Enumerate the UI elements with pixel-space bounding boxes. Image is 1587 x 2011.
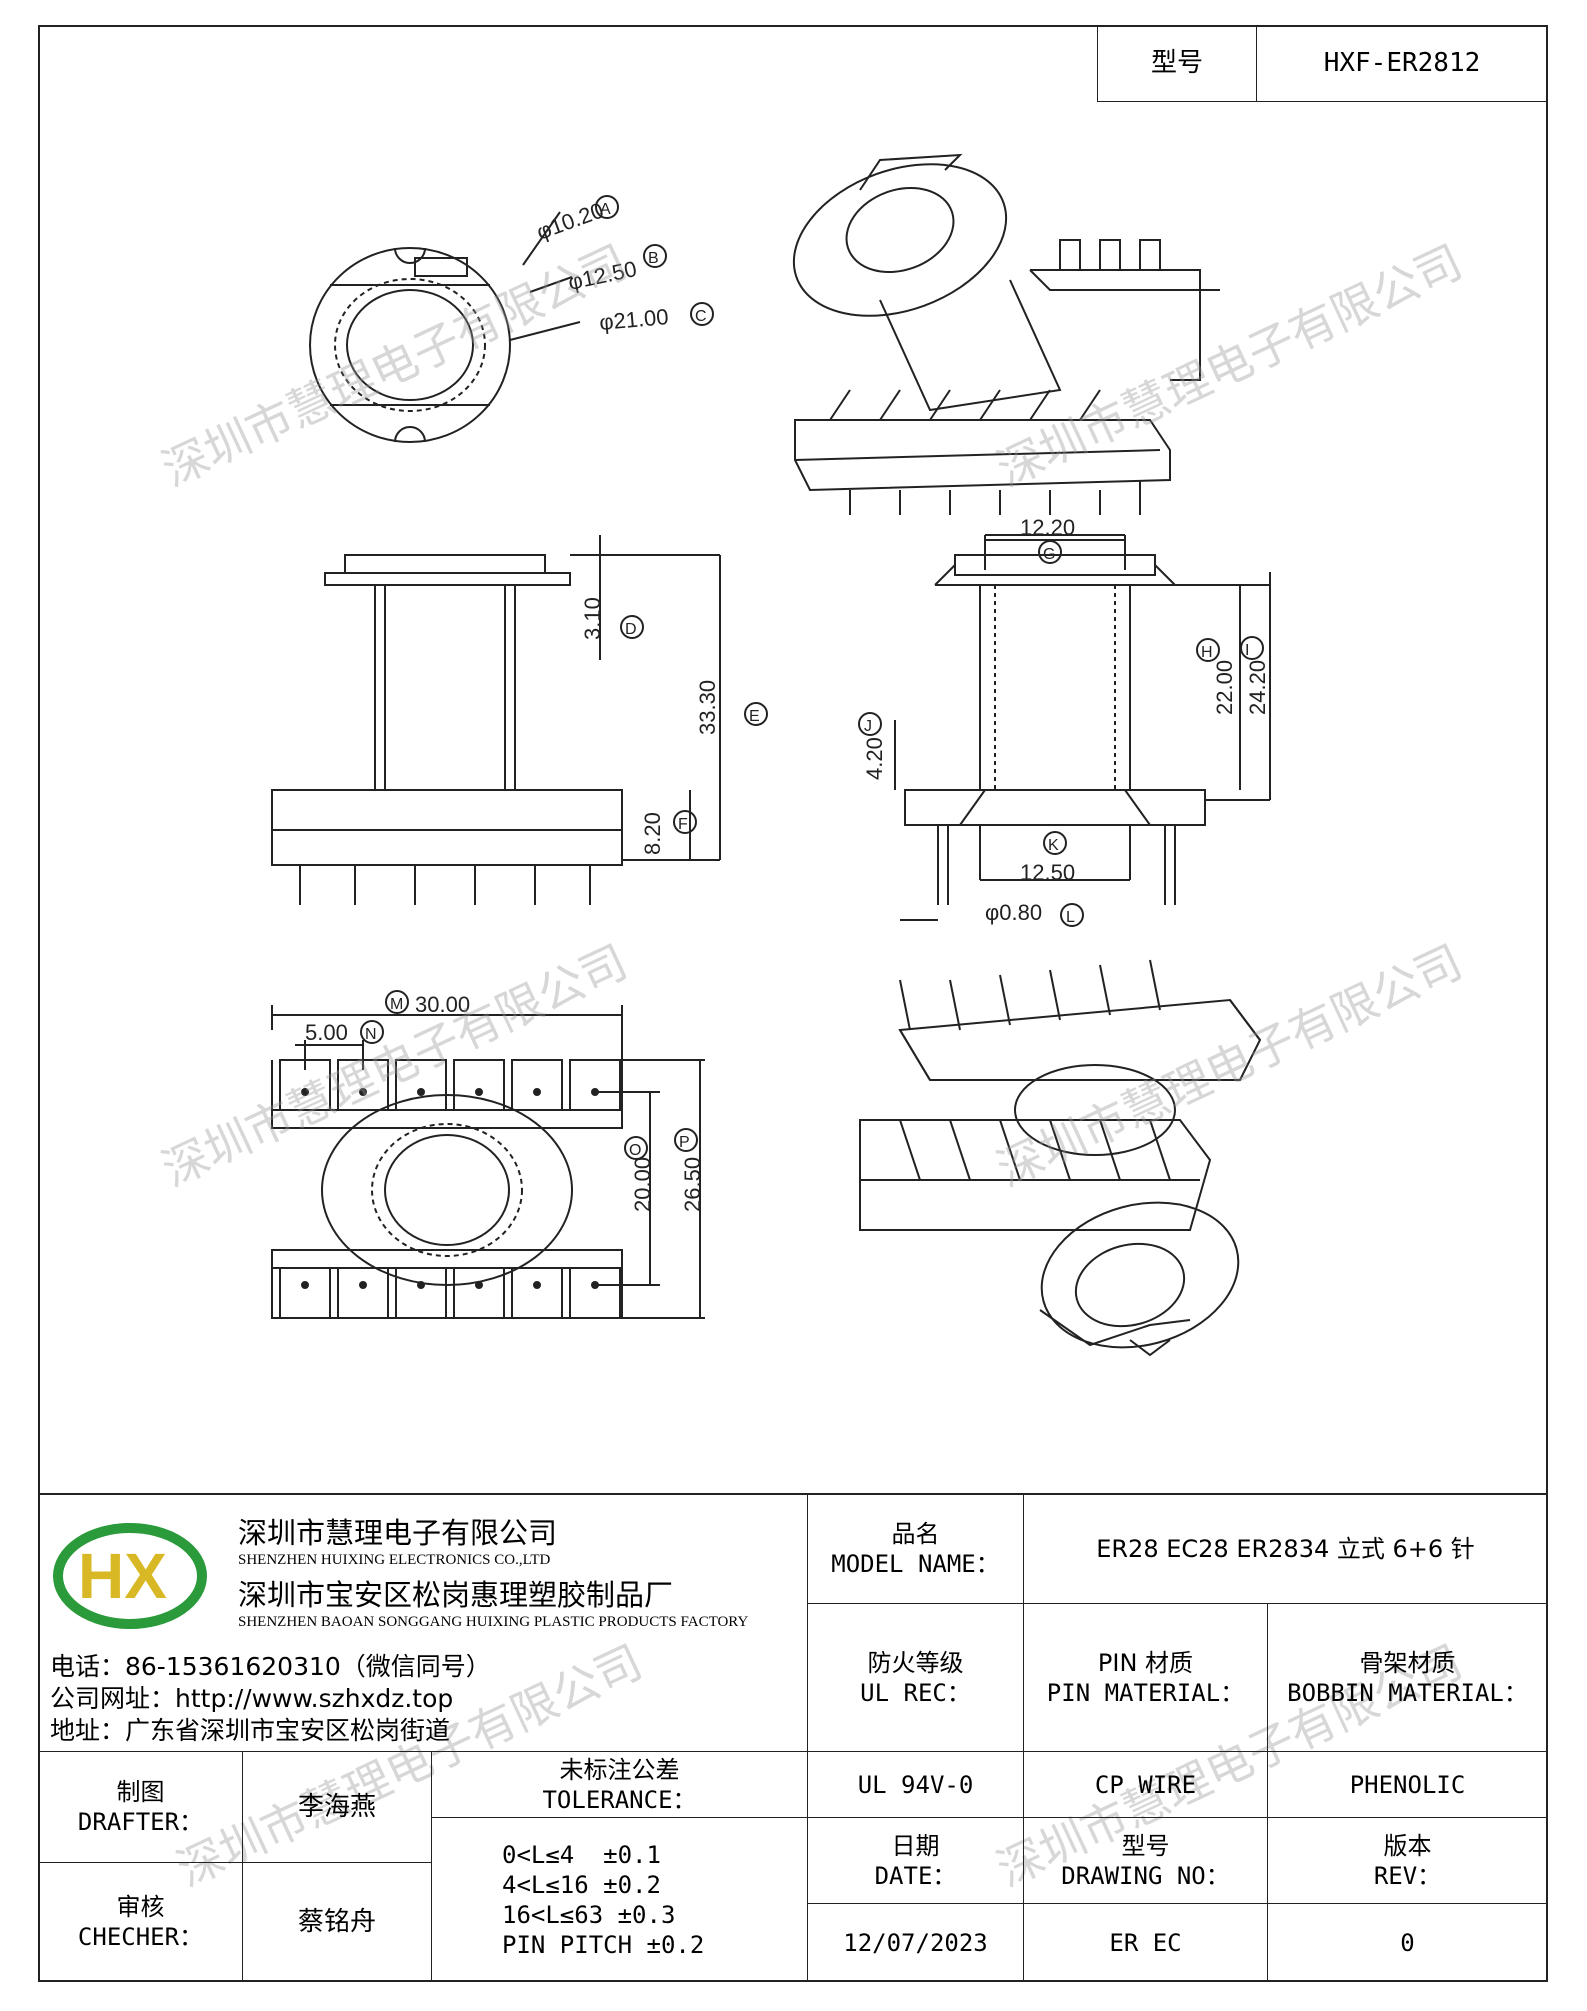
company-block: HX 深圳市慧理电子有限公司 SHENZHEN HUIXING ELECTRON… [38,1494,808,1752]
header-model-label: 型号 [1097,25,1257,102]
ul-rec-en: UL REC： [860,1678,971,1707]
drawing-no-label: 型号 DRAWING NO： [1023,1817,1268,1904]
label-d: D [625,621,637,638]
checker-en: CHECHER： [77,1923,204,1951]
title-block [38,1493,1548,1982]
label-k: K [1048,837,1059,854]
pin-material-en: PIN MATERIAL： [1046,1678,1245,1707]
dim-l: φ0.80 [985,900,1042,925]
label-o: O [629,1142,641,1159]
model-name-cn: 品名 [891,1520,940,1548]
checker-name: 蔡铭舟 [242,1862,432,1982]
tolerance-en: TOLERANCE： [542,1785,697,1814]
dim-h: 22.00 [1212,660,1237,715]
dim-p: 26.50 [680,1157,705,1212]
rev-label: 版本 REV： [1267,1817,1548,1904]
isometric-view-2 [859,959,1262,1357]
date-label: 日期 DATE： [807,1817,1024,1904]
factory-name-cn: 深圳市宝安区松岗惠理塑胶制品厂 [238,1578,674,1612]
label-m: M [390,996,403,1013]
rev-value: 0 [1267,1903,1548,1982]
label-p: P [679,1134,690,1151]
company-logo: HX [53,1523,207,1629]
ul-rec-label: 防火等级 UL REC： [807,1603,1024,1752]
tolerance-line: 4<L≤16 ±0.2 [502,1870,661,1899]
tolerance-line: PIN PITCH ±0.2 [502,1930,705,1959]
date-en: DATE： [874,1861,957,1890]
dim-f: 8.20 [640,812,665,855]
dim-n: 5.00 [305,1020,348,1045]
dim-e: 33.30 [695,680,720,735]
header-model-value: HXF-ER2812 [1256,25,1548,102]
company-name-cn: 深圳市慧理电子有限公司 [238,1516,558,1550]
factory-name-en: SHENZHEN BAOAN SONGGANG HUIXING PLASTIC … [238,1614,749,1630]
drawing-no-value: ER EC [1023,1903,1268,1982]
dim-c: φ21.00 [598,304,669,335]
technical-drawing: φ10.20 A φ12.50 B φ21.00 C [271,153,1271,1357]
drafter-label: 制图 DRAFTER： [38,1751,243,1863]
dim-g: 12.20 [1020,515,1075,540]
tolerance-line: 0<L≤4 ±0.1 [502,1840,661,1869]
drafter-name: 李海燕 [242,1751,432,1863]
drafter-en: DRAFTER： [77,1808,204,1836]
company-phone: 电话：86-15361620310（微信同号） [50,1652,491,1681]
label-a: A [600,201,611,218]
bobbin-material-en: BOBBIN MATERIAL： [1287,1678,1528,1707]
model-name-en: MODEL NAME： [831,1550,1000,1578]
tolerance-label: 未标注公差 TOLERANCE： [431,1751,808,1818]
label-g: G [1043,546,1055,563]
drawing-no-en: DRAWING NO： [1061,1861,1230,1890]
label-l: L [1066,909,1075,926]
date-cn: 日期 [891,1831,940,1860]
label-b: B [648,250,659,267]
ul-rec-value: UL 94V-0 [807,1751,1024,1818]
bottom-view [271,1005,705,1319]
side-view [894,534,1271,921]
dim-m: 30.00 [415,992,470,1017]
checker-cn: 审核 [116,1893,165,1921]
label-f: F [678,816,688,833]
bobbin-material-label: 骨架材质 BOBBIN MATERIAL： [1267,1603,1548,1752]
company-name-en: SHENZHEN HUIXING ELECTRONICS CO.,LTD [238,1552,551,1568]
label-j: J [864,718,872,735]
dim-b: φ12.50 [566,256,639,295]
label-e: E [749,708,760,725]
bobbin-material-cn: 骨架材质 [1359,1648,1456,1677]
isometric-view-1 [792,153,1220,515]
tolerance-line: 16<L≤63 ±0.3 [502,1900,676,1929]
label-n: N [365,1026,377,1043]
model-name-label: 品名 MODEL NAME： [807,1494,1024,1604]
drafter-cn: 制图 [116,1778,165,1806]
label-h: H [1201,644,1213,661]
company-website: 公司网址：http://www.szhxdz.top [50,1684,454,1713]
pin-material-label: PIN 材质 PIN MATERIAL： [1023,1603,1268,1752]
company-address: 地址：广东省深圳市宝安区松岗街道 [50,1716,451,1745]
rev-en: REV： [1373,1861,1442,1890]
pin-material-cn: PIN 材质 [1097,1648,1194,1677]
label-i: I [1245,642,1249,659]
pin-material-value: CP WIRE [1023,1751,1268,1818]
bobbin-material-value: PHENOLIC [1267,1751,1548,1818]
tolerance-table: 0<L≤4 ±0.1 4<L≤16 ±0.2 16<L≤63 ±0.3 PIN … [431,1817,808,1982]
dim-k: 12.50 [1020,860,1075,885]
tolerance-cn: 未标注公差 [559,1755,680,1784]
rev-cn: 版本 [1383,1831,1432,1860]
label-c: C [695,308,707,325]
model-name-value: ER28 EC28 ER2834 立式 6+6 针 [1023,1494,1548,1604]
dim-i: 24.20 [1245,660,1270,715]
top-view [309,211,581,443]
logo-hx-text: HX [78,1540,167,1612]
dim-d: 3.10 [580,597,605,640]
drawing-no-cn: 型号 [1121,1831,1170,1860]
front-view [271,535,721,905]
dim-j: 4.20 [862,737,887,780]
ul-rec-cn: 防火等级 [867,1648,964,1677]
date-value: 12/07/2023 [807,1903,1024,1982]
checker-label: 审核 CHECHER： [38,1862,243,1982]
dim-o: 20.00 [630,1157,655,1212]
